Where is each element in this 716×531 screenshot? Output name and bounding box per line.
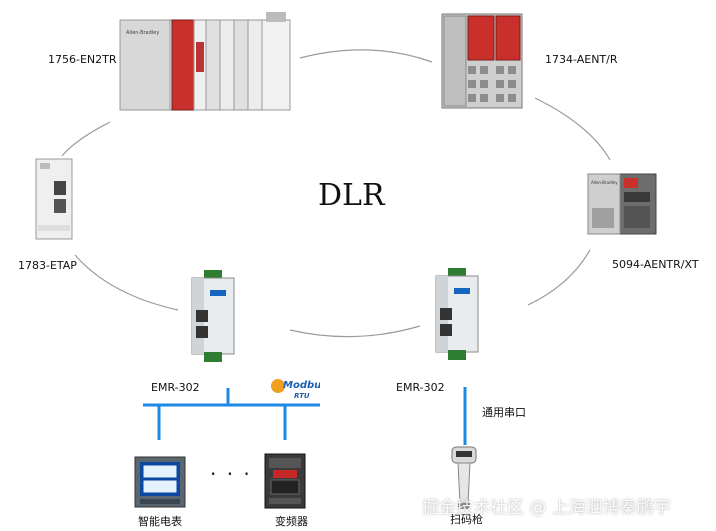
power-meter-label: 智能电表 (138, 515, 182, 528)
ring-arc-rack-etap (61, 121, 111, 157)
io-adapter-image (438, 12, 526, 110)
serial-port-label: 通用串口 (482, 406, 526, 419)
gateway-left-image (186, 270, 238, 362)
barcode-scanner-image (446, 445, 482, 511)
io-adapter-label: 1734-AENT/R (545, 53, 618, 66)
etap-label: 1783-ETAP (18, 259, 77, 272)
etap-image (32, 155, 76, 243)
flex-adapter-label: 5094-AENTR/XT (612, 258, 699, 271)
gateway-right-image (430, 268, 482, 360)
ring-arc-flex-gwright (527, 249, 591, 306)
modbus-rtu-logo: Modbus RTU (270, 376, 320, 402)
ring-arc-gwleft-gwright (289, 325, 421, 338)
plc-rack-image: Allen-Bradley (116, 12, 294, 112)
more-devices-ellipsis: · · · (210, 462, 252, 486)
ring-arc-rack-io (299, 49, 433, 63)
gateway-right-label: EMR-302 (396, 381, 445, 394)
rtu-logo-text: RTU (294, 392, 310, 400)
ring-arc-etap-gwleft (74, 254, 179, 311)
gateway-left-label: EMR-302 (151, 381, 200, 394)
svg-text:Allen-Bradley: Allen-Bradley (591, 180, 618, 185)
modbus-bus (143, 387, 467, 445)
ring-arc-io-flex (534, 97, 611, 161)
power-meter-image (133, 455, 187, 509)
vfd-label: 变频器 (275, 515, 308, 528)
vfd-image (263, 452, 307, 510)
modbus-logo-text: Modbus (283, 380, 320, 391)
dlr-ring (61, 49, 611, 338)
barcode-scanner-label: 扫码枪 (450, 513, 483, 526)
watermark: 掘金技术社区 @ 上海泗博秦鹏宇 (422, 498, 671, 518)
plc-rack-label: 1756-EN2TR (48, 53, 117, 66)
diagram-title: DLR (318, 178, 385, 213)
svg-text:Allen-Bradley: Allen-Bradley (126, 30, 159, 36)
flex-adapter-image: Allen-Bradley (584, 168, 660, 238)
